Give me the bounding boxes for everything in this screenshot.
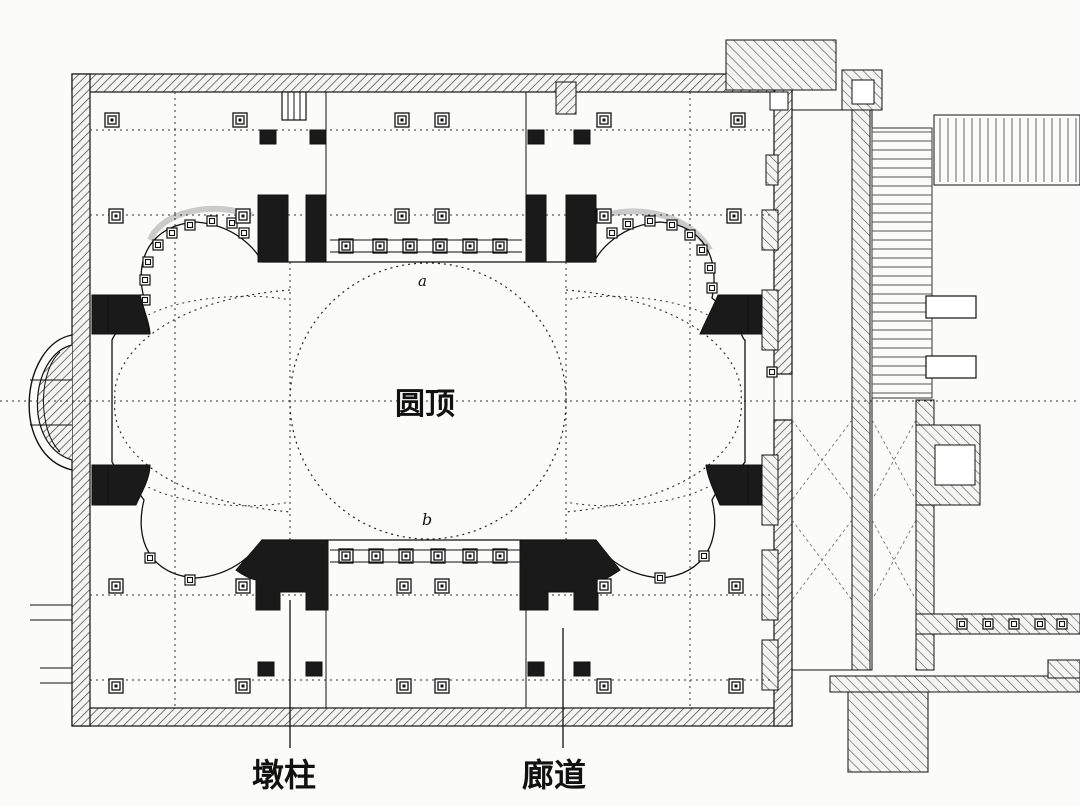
pier-label: 墩柱 (252, 756, 316, 794)
main-piers (91, 129, 763, 677)
gallery-label: 廊道 (522, 756, 586, 794)
west-extensions (30, 604, 72, 684)
label-leaders (289, 600, 564, 748)
west-apse (28, 334, 73, 471)
point-a-label: a (418, 272, 427, 290)
gallery-walls (325, 92, 527, 708)
dome-label: 圆顶 (395, 387, 455, 422)
axis-lines (0, 92, 1080, 708)
east-narthex (725, 39, 1080, 773)
stair-box (281, 81, 577, 121)
point-b-label: b (422, 510, 432, 529)
